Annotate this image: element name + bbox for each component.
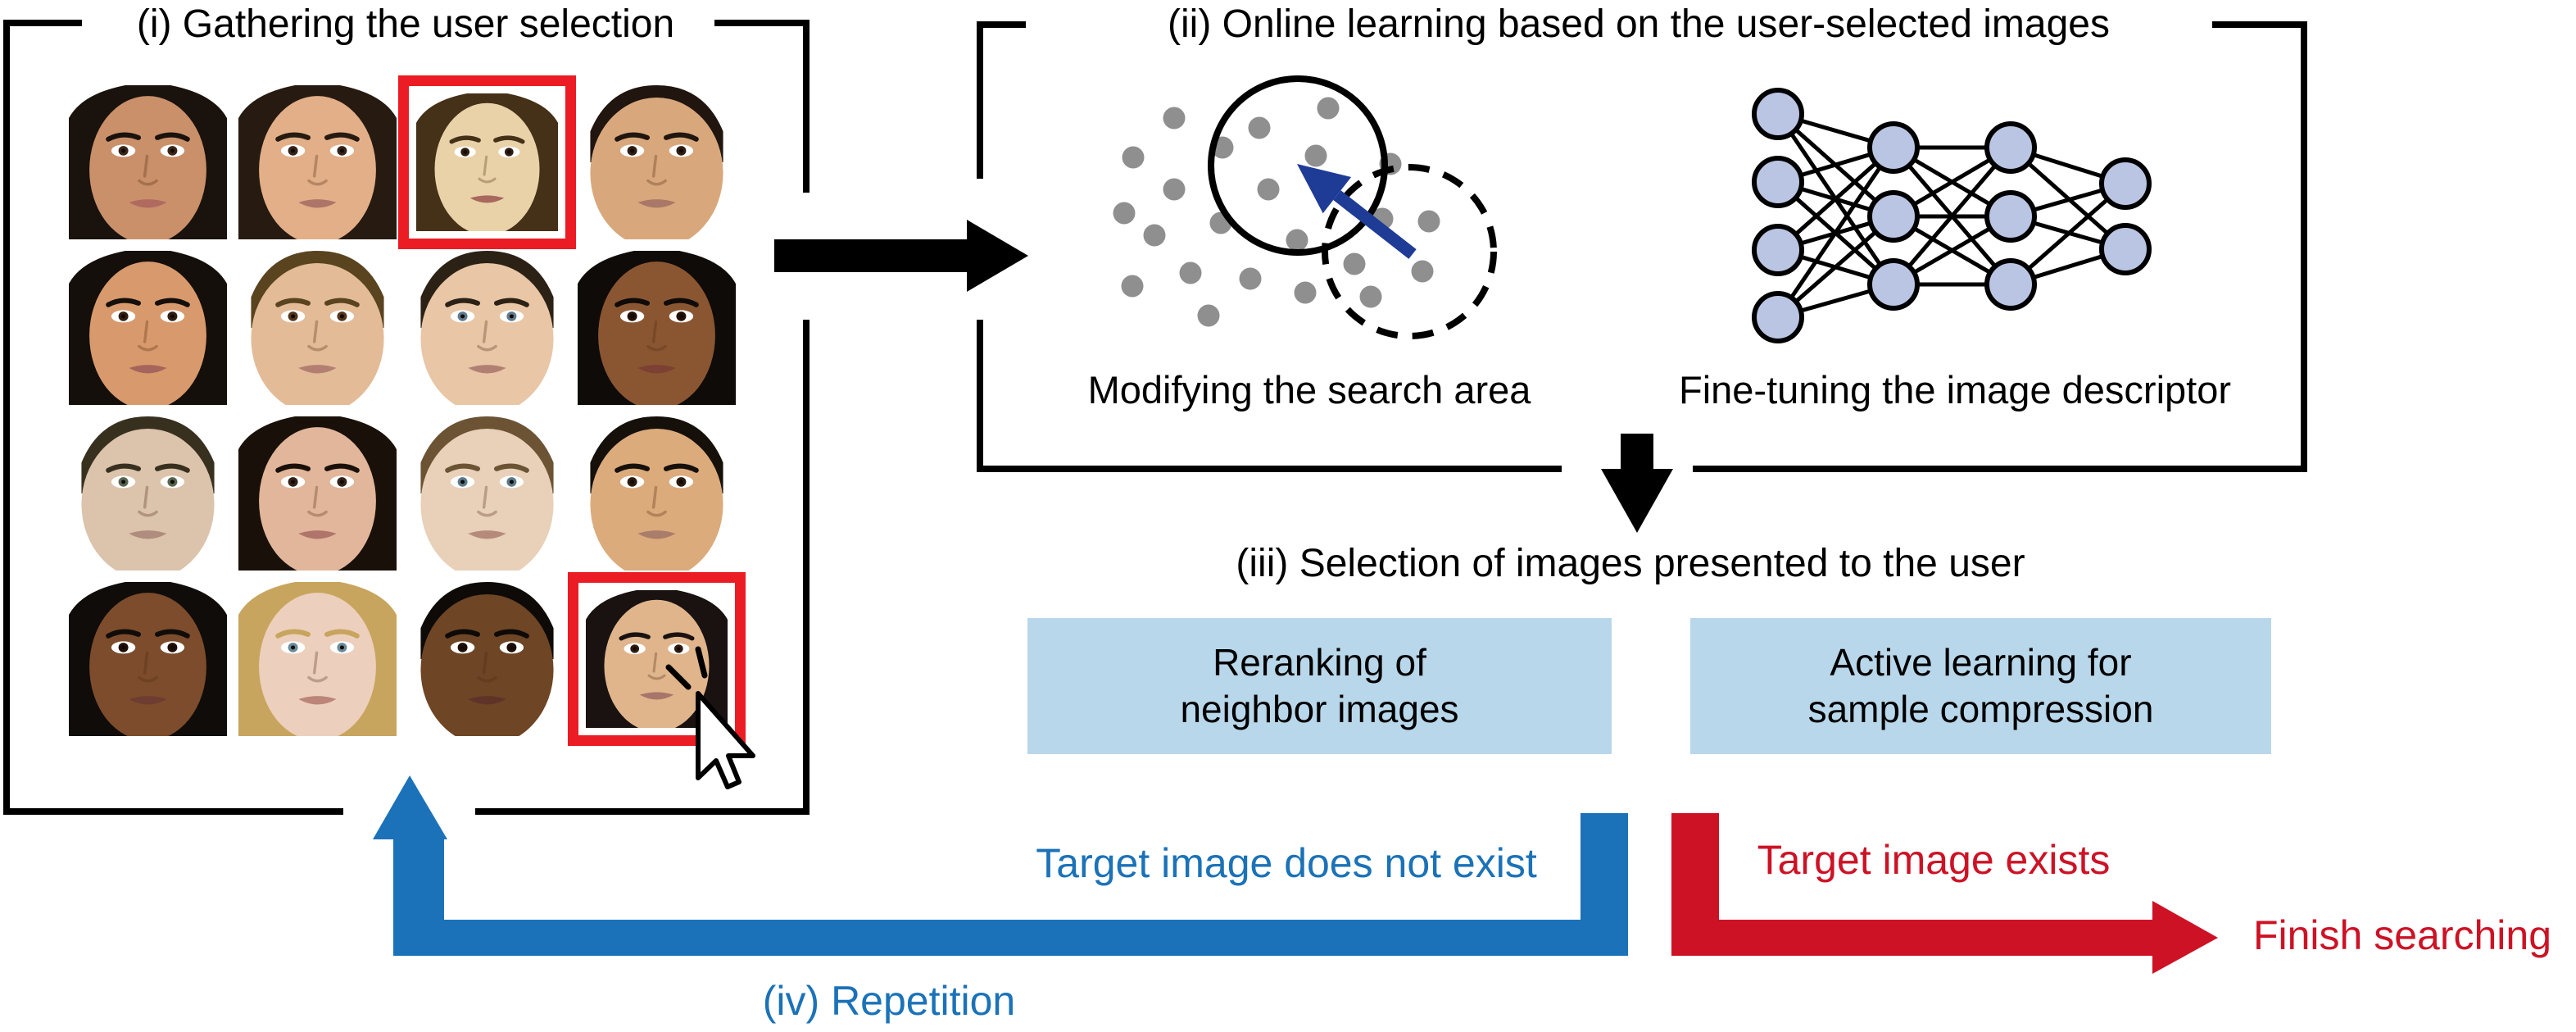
face-image[interactable] bbox=[408, 85, 566, 239]
no-target-label: Target image does not exist bbox=[1036, 840, 1537, 886]
network-label: Fine-tuning the image descriptor bbox=[1678, 368, 2232, 411]
face-photo bbox=[578, 85, 736, 239]
face-image[interactable] bbox=[578, 85, 736, 239]
panel-i-title: (i) Gathering the user selection bbox=[136, 2, 675, 46]
reranking-box-line2: neighbor images bbox=[1180, 688, 1459, 730]
reranking-box-line1: Reranking of bbox=[1213, 640, 1426, 684]
active-learning-box-line1: Active learning for bbox=[1830, 640, 2132, 684]
panel-ii-title: (ii) Online learning based on the user-s… bbox=[1168, 2, 2110, 46]
active-learning-box: Active learning for sample compression bbox=[1690, 618, 2271, 754]
panel-iii-title: (iii) Selection of images presented to t… bbox=[1236, 542, 2025, 585]
target-exists-label: Target image exists bbox=[1757, 837, 2111, 883]
scatter-label: Modifying the search area bbox=[1087, 368, 1531, 411]
finish-searching-label: Finish searching bbox=[2252, 912, 2552, 958]
selected-image-frame bbox=[398, 75, 576, 249]
repetition-label: (iv) Repetition bbox=[762, 978, 1016, 1024]
reranking-box: Reranking of neighbor images bbox=[1027, 618, 1612, 754]
face-photo bbox=[416, 93, 558, 231]
active-learning-box-line2: sample compression bbox=[1807, 688, 2154, 730]
